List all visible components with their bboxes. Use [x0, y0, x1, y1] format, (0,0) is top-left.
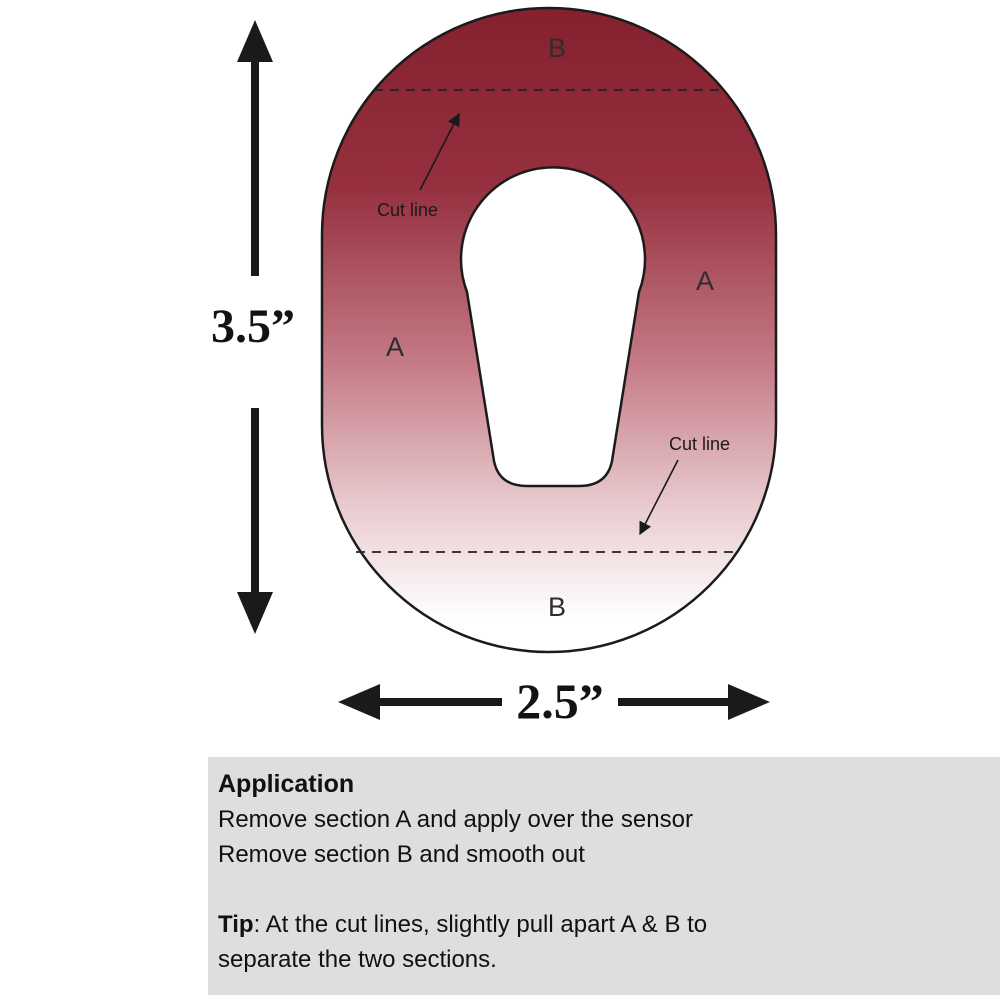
instruction-tip: Tip: At the cut lines, slightly pull apa…	[218, 907, 803, 977]
tip-label: Tip	[218, 911, 254, 938]
height-dimension-label: 3.5”	[211, 300, 295, 353]
section-label-b-bottom: B	[548, 592, 566, 622]
width-dimension-label: 2.5”	[516, 673, 604, 729]
patch-diagram: B A A B Cut line Cut line 3.5” 2.5”	[211, 6, 778, 729]
cut-line-bottom-label: Cut line	[669, 434, 730, 454]
height-dimension-arrow	[237, 20, 273, 634]
patch-shape	[320, 6, 778, 654]
section-label-a-right: A	[696, 266, 714, 296]
instruction-line-2: Remove section B and smooth out	[218, 841, 585, 868]
instructions-panel: Application Remove section A and apply o…	[208, 757, 1000, 995]
section-label-b-top: B	[548, 33, 566, 63]
instruction-line-1: Remove section A and apply over the sens…	[218, 806, 693, 833]
cut-line-top-label: Cut line	[377, 200, 438, 220]
instructions-title: Application	[218, 770, 355, 798]
cut-line-top-arrow	[419, 112, 460, 191]
tip-text: : At the cut lines, slightly pull apart …	[218, 911, 708, 973]
cut-line-bottom-arrow	[639, 459, 679, 536]
width-dimension-arrow	[338, 684, 770, 720]
section-label-a-left: A	[386, 332, 404, 362]
